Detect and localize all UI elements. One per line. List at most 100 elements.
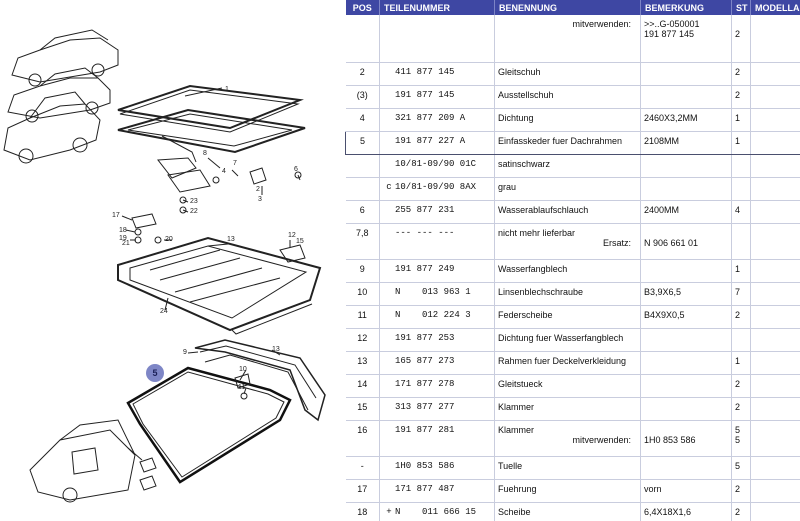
callout-19: 19: [119, 235, 127, 242]
cell-bemerkung: [640, 397, 732, 421]
header-benennung[interactable]: BENENNUNG: [494, 0, 641, 15]
table-row[interactable]: 13 165 877 273 Rahmen fuer Deckelverklei…: [345, 351, 800, 375]
cell-pos: [345, 177, 380, 201]
cell-st: 2: [731, 397, 751, 421]
cell-prefix: +: [386, 506, 392, 517]
part-number: 10/81-09/90 01C: [395, 158, 477, 169]
table-row[interactable]: 14 171 877 278 Gleitstueck 2: [345, 374, 800, 398]
table-row[interactable]: 12 191 877 253 Dichtung fuer Wasserfangb…: [345, 328, 800, 352]
callout-18: 18: [119, 227, 127, 234]
cell-pos: 17: [345, 479, 380, 503]
cell-st: 4: [731, 200, 751, 224]
part-number: 10/81-09/90 8AX: [395, 181, 477, 192]
callout-7: 7: [233, 160, 237, 167]
cell-modell: [750, 200, 800, 224]
part-number: 191 877 253: [395, 332, 455, 343]
table-row[interactable]: 10/81-09/90 01C satinschwarz: [345, 154, 800, 178]
cell-modell: [750, 259, 800, 283]
part-number: 191 877 249: [395, 263, 455, 274]
callout-4: 4: [222, 168, 226, 175]
cell-pos: [345, 15, 380, 63]
callout-1: 1: [225, 86, 229, 93]
table-row[interactable]: 4 321 877 209 A Dichtung 2460X3,2MM 1: [345, 108, 800, 132]
header-pos[interactable]: POS: [345, 0, 380, 15]
part-number: 171 877 487: [395, 483, 455, 494]
cell-teilenummer: 313 877 277: [379, 397, 495, 421]
header-teilenummer[interactable]: TEILENUMMER: [379, 0, 495, 15]
part-number: N 011 666 15: [395, 506, 477, 517]
table-row[interactable]: 17 171 877 487 Fuehrung vorn 2: [345, 479, 800, 503]
cell-teilenummer: 165 877 273: [379, 351, 495, 375]
callout-6: 6: [294, 166, 298, 173]
table-row[interactable]: 9 191 877 249 Wasserfangblech 1: [345, 259, 800, 283]
cell-st: [731, 177, 751, 201]
cell-bemerkung: B4X9X0,5: [640, 305, 732, 329]
cell-modell: [750, 62, 800, 86]
table-row[interactable]: (3) 191 877 145 Ausstellschuh 2: [345, 85, 800, 109]
cell-pos: 13: [345, 351, 380, 375]
callout-10: 10: [239, 366, 247, 373]
callout-5-badge[interactable]: 5: [146, 364, 164, 382]
cell-modell: [750, 177, 800, 201]
cell-modell: [750, 397, 800, 421]
table-row[interactable]: - 1H0 853 586 Tuelle 5: [345, 456, 800, 480]
cell-bemerkung: [640, 259, 732, 283]
cell-st: 2: [731, 85, 751, 109]
cell-teilenummer: --- --- ---: [379, 223, 495, 260]
table-row[interactable]: 15 313 877 277 Klammer 2: [345, 397, 800, 421]
cell-st: 2: [731, 15, 751, 63]
cell-bemerkung: 2460X3,2MM: [640, 108, 732, 132]
cell-bemerkung: [640, 351, 732, 375]
cell-modell: [750, 351, 800, 375]
cell-teilenummer: 191 877 253: [379, 328, 495, 352]
part-number: 411 877 145: [395, 66, 455, 77]
cell-pos: 18: [345, 502, 380, 521]
part-number: N 013 963 1: [395, 286, 471, 297]
cell-benennung: Tuelle: [494, 456, 641, 480]
seal-part-5: [126, 366, 292, 484]
table-row[interactable]: 18 +N 011 666 15 Scheibe 6,4X18X1,6 2: [345, 502, 800, 521]
mitverwenden-part-number: 1H0 853 586: [644, 434, 696, 445]
mitverwenden-label: mitverwenden:: [572, 434, 631, 445]
cell-modell: [750, 420, 800, 457]
table-row[interactable]: 6 255 877 231 Wasserablaufschlauch 2400M…: [345, 200, 800, 224]
callout-11: 11: [238, 384, 246, 391]
cell-pos: 7,8: [345, 223, 380, 260]
table-row[interactable]: 2 411 877 145 Gleitschuh 2: [345, 62, 800, 86]
cell-modell: [750, 305, 800, 329]
cell-modell: [750, 223, 800, 260]
st-value: 2: [735, 29, 741, 39]
callout-22: 22: [190, 208, 198, 215]
cell-st: 1: [731, 108, 751, 132]
car-thumbnail-2: [7, 67, 111, 123]
cell-benennung: Einfasskeder fuer Dachrahmen: [494, 130, 641, 155]
cell-pos: 16: [345, 420, 380, 457]
table-row[interactable]: 10 N 013 963 1 Linsenblechschraube B3,9X…: [345, 282, 800, 306]
cell-bemerkung: [640, 328, 732, 352]
part-number: 191 877 145: [395, 89, 455, 100]
car-thumbnail-3: [3, 91, 101, 164]
cell-teilenummer: N 012 224 3: [379, 305, 495, 329]
header-modell[interactable]: MODELLA: [750, 0, 800, 15]
cell-bemerkung: [640, 62, 732, 86]
part-number: 255 877 231: [395, 204, 455, 215]
cell-teilenummer: 191 877 145: [379, 85, 495, 109]
cell-benennung: Wasserablaufschlauch: [494, 200, 641, 224]
table-row[interactable]: 11 N 012 224 3 Federscheibe B4X9X0,5 2: [345, 305, 800, 329]
car-thumbnail-4: [29, 419, 136, 503]
cell-st: [731, 223, 751, 260]
cell-pos: 6: [345, 200, 380, 224]
cell-pos: 11: [345, 305, 380, 329]
table-row-selected[interactable]: 5 191 877 227 A Einfasskeder fuer Dachra…: [345, 130, 800, 155]
header-st[interactable]: ST: [731, 0, 751, 15]
header-bemerkung[interactable]: BEMERKUNG: [640, 0, 732, 15]
cell-bemerkung: [640, 456, 732, 480]
part-number: --- --- ---: [395, 227, 455, 238]
